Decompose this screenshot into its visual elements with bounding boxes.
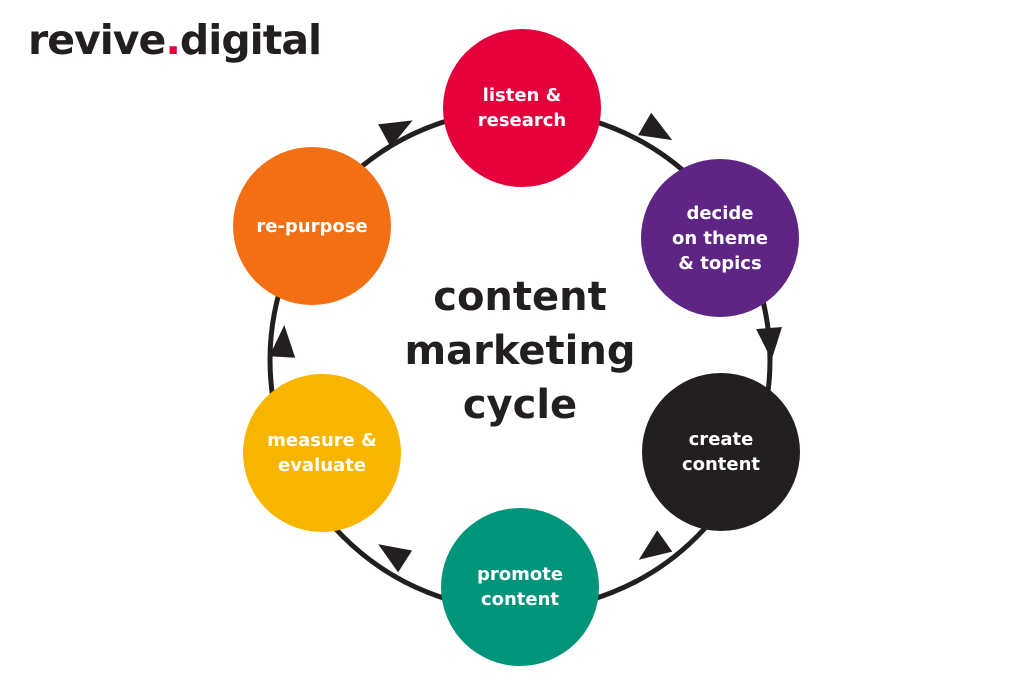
- arrow-to-repurpose-icon: [269, 325, 296, 358]
- step-re-purpose: re-purpose: [233, 147, 391, 305]
- logo-word-revive: revive: [28, 16, 166, 64]
- step-create-content: create content: [642, 373, 800, 531]
- logo-dot: .: [165, 16, 181, 64]
- step-promote-content: promote content: [441, 508, 599, 666]
- step-listen-research: listen & research: [443, 29, 601, 187]
- arrow-to-promote-icon: [638, 530, 673, 560]
- arrow-to-decide-icon: [638, 112, 673, 141]
- arrow-to-listen-icon: [378, 120, 413, 148]
- step-measure-evaluate: measure & evaluate: [243, 374, 401, 532]
- step-decide-theme-topics: decide on theme & topics: [641, 159, 799, 317]
- arrow-to-create-icon: [756, 327, 782, 360]
- center-title: content marketing cycle: [404, 274, 636, 428]
- brand-logo: revive.digital: [28, 20, 322, 61]
- arrow-to-measure-icon: [378, 544, 413, 573]
- logo-word-digital: digital: [179, 16, 322, 64]
